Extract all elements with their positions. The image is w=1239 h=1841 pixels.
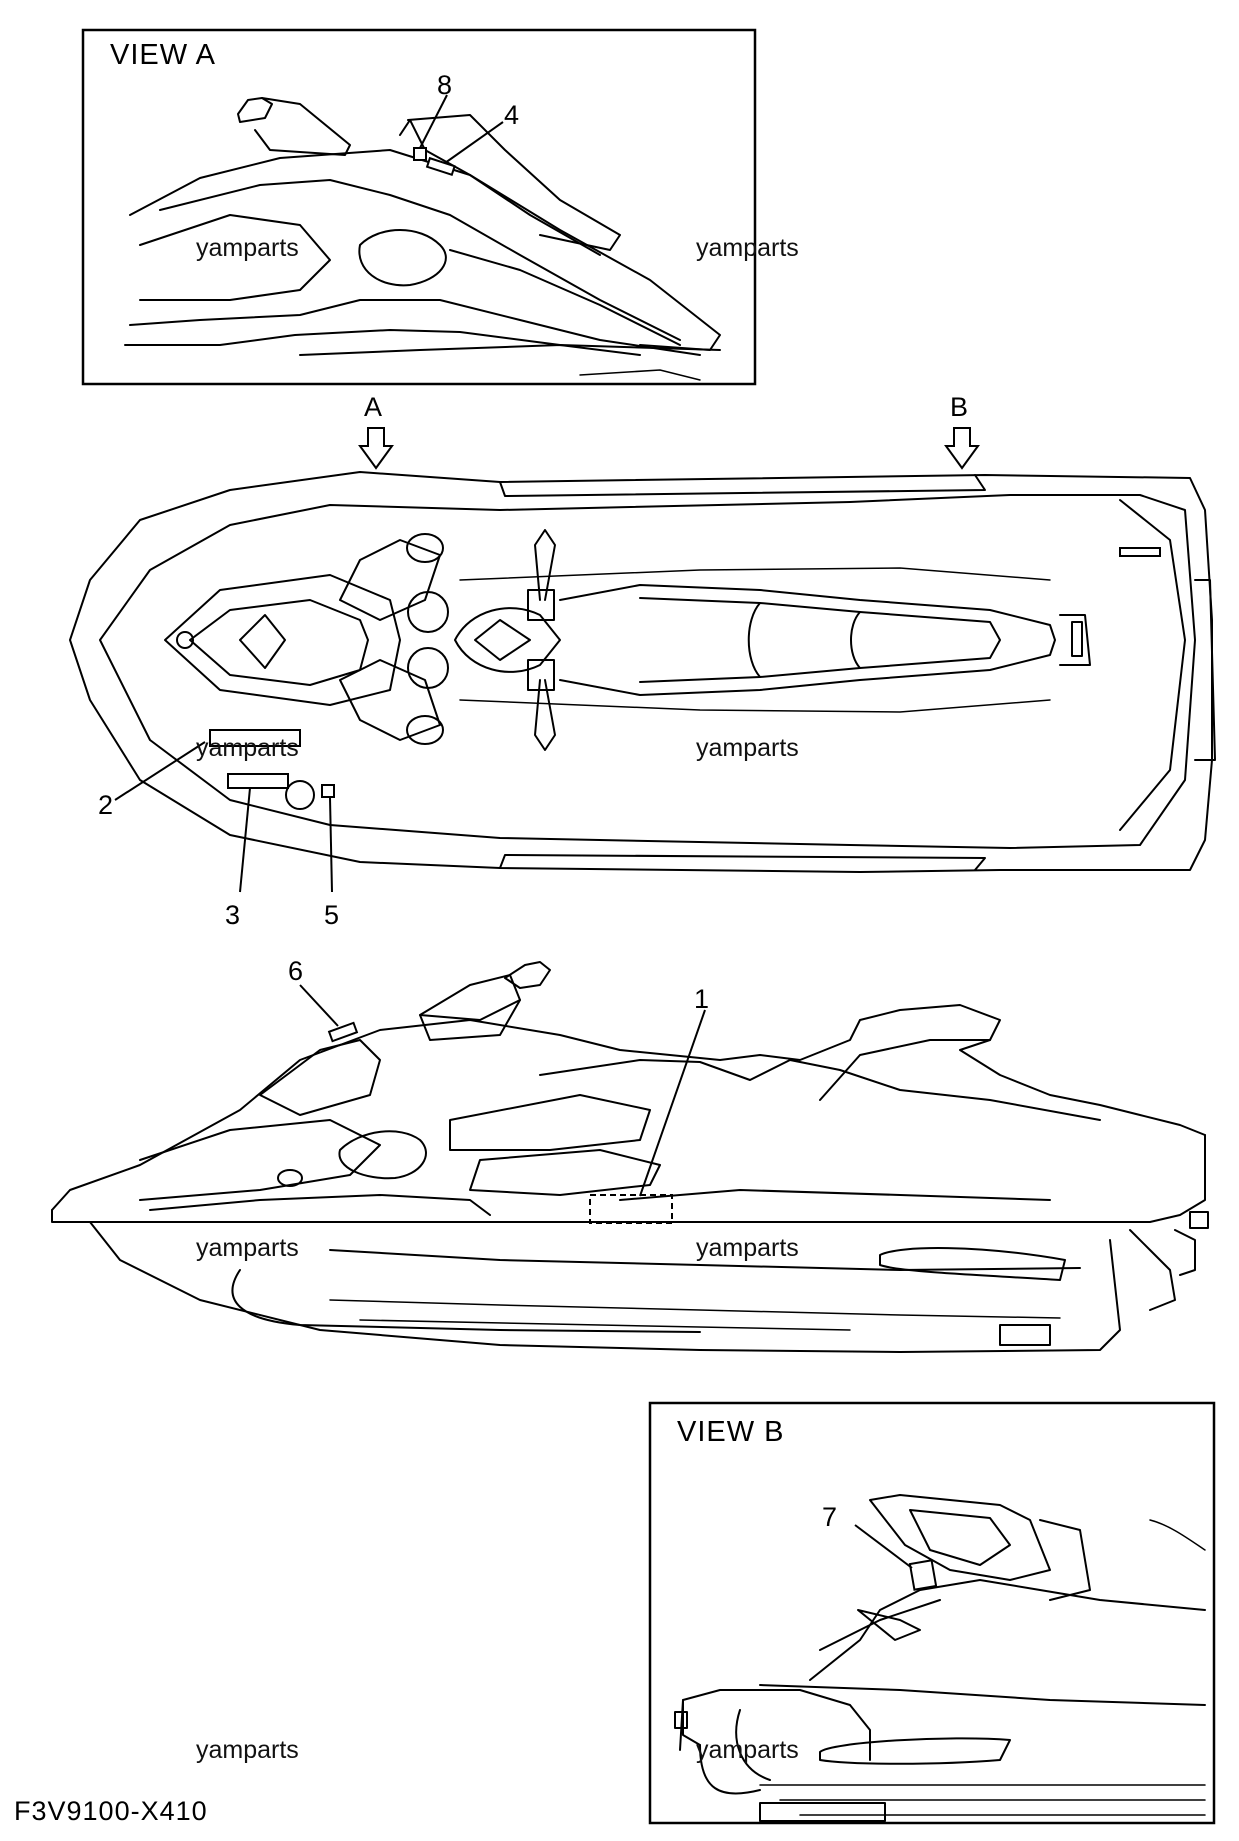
arrow-down-icon xyxy=(358,427,394,470)
watermark: yamparts xyxy=(196,234,299,262)
side-intake-vent xyxy=(879,1247,1066,1281)
watermark: yamparts xyxy=(696,1234,799,1262)
steering-console xyxy=(454,607,561,673)
view-a-title: VIEW A xyxy=(110,39,216,71)
top-view: 2 3 5 yamparts yamparts xyxy=(69,471,1216,930)
watermark: yamparts xyxy=(196,1234,299,1262)
watermark: yamparts xyxy=(696,1736,799,1764)
direction-label-b: B xyxy=(950,392,968,422)
decal-stern xyxy=(1119,547,1161,557)
direction-arrow-a: A xyxy=(358,392,394,470)
view-a-inset: VIEW A 8 4 yamparts yamparts xyxy=(81,28,799,386)
direction-arrow-b: B xyxy=(944,392,980,470)
decal-7 xyxy=(908,1559,938,1591)
callout-1: 1 xyxy=(694,984,709,1014)
callout-3: 3 xyxy=(225,900,240,930)
decal-2 xyxy=(209,729,301,747)
callout-7: 7 xyxy=(822,1502,837,1532)
decal-3 xyxy=(227,773,289,789)
top-hull-outline xyxy=(69,471,1213,873)
side-deck-outline xyxy=(51,1004,1206,1211)
callout-4: 4 xyxy=(504,100,519,130)
side-view: 1 6 yamparts yamparts xyxy=(51,956,1209,1353)
watermark: yamparts xyxy=(696,734,799,762)
callout-2: 2 xyxy=(98,790,113,820)
view-b-vent xyxy=(819,1737,1011,1765)
side-mirror-front xyxy=(259,1039,381,1116)
handlebar-grip-left xyxy=(534,529,556,601)
seat-outline xyxy=(559,584,1056,696)
watermark: yamparts xyxy=(196,734,299,762)
handlebar-grip-right xyxy=(534,679,556,751)
view-b-frame xyxy=(648,1401,1216,1825)
arrow-down-icon xyxy=(944,427,980,470)
fuel-cap xyxy=(285,780,315,810)
view-a-frame xyxy=(81,28,757,386)
view-b-rear-grab xyxy=(869,1494,1051,1581)
view-b-inset: VIEW B 7 yamparts xyxy=(648,1401,1216,1825)
decal-5 xyxy=(321,784,335,798)
mirror-right xyxy=(339,659,441,741)
top-front-storage xyxy=(164,574,401,706)
side-hull-bottom xyxy=(89,1221,1121,1353)
diagram-code: F3V9100-X410 xyxy=(14,1796,208,1826)
mirror-left xyxy=(339,539,441,621)
watermark: yamparts xyxy=(196,1736,299,1764)
decal-6 xyxy=(327,1021,359,1043)
callout-8: 8 xyxy=(437,70,452,100)
side-mirror-rear xyxy=(419,974,521,1021)
direction-label-a: A xyxy=(364,392,382,422)
view-b-title: VIEW B xyxy=(677,1416,785,1448)
decal-1 xyxy=(589,1194,673,1224)
view-a-mirror-left xyxy=(237,97,273,123)
watermark: yamparts xyxy=(696,234,799,262)
side-storage-lid xyxy=(338,1130,427,1180)
callout-6: 6 xyxy=(288,956,303,986)
seat-contour xyxy=(539,1059,1101,1121)
decal-8 xyxy=(413,147,427,161)
view-a-storage-lid xyxy=(358,229,447,287)
callout-5: 5 xyxy=(324,900,339,930)
view-a-hull-top xyxy=(129,149,721,351)
decal-4 xyxy=(425,156,456,177)
